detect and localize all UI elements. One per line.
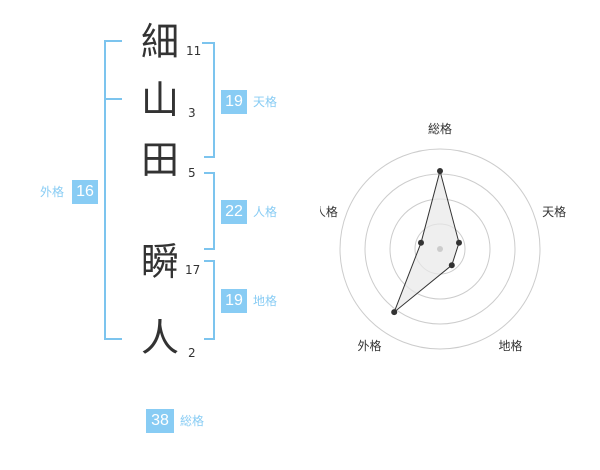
tenkaku-bracket-vertical <box>213 42 215 158</box>
radar-axis-label-3: 地格 <box>498 338 522 353</box>
jinkaku-label: 人格 <box>253 205 278 219</box>
radar-point-3 <box>448 262 455 269</box>
chikaku-bracket-vertical <box>213 260 215 340</box>
jinkaku-bracket-bottom <box>204 248 215 250</box>
tenkaku-bracket-top <box>202 42 215 44</box>
radar-points <box>391 168 462 316</box>
soukaku-value: 38 <box>146 409 174 433</box>
name-character-2: 山 <box>140 78 179 122</box>
chikaku-bracket-top <box>204 260 215 262</box>
name-character-4: 瞬 <box>140 240 179 284</box>
radar-ring-4 <box>339 148 541 350</box>
stroke-count-4: 17 <box>185 263 201 277</box>
radar-axis-label-2: 天格 <box>542 204 566 219</box>
name-character-1: 細 <box>140 20 179 64</box>
radar-point-1 <box>437 168 443 174</box>
radar-point-5 <box>418 239 424 246</box>
tenkaku-bracket-bottom <box>204 156 215 158</box>
stroke-count-1: 11 <box>186 44 202 58</box>
stroke-count-2: 3 <box>188 106 196 120</box>
outer-bracket-inner <box>104 98 122 100</box>
outer-bracket-top <box>104 40 122 42</box>
outer-bracket-vertical <box>104 40 106 340</box>
gaikaku-label: 外格 <box>40 185 65 199</box>
chikaku-bracket-bottom <box>204 338 215 340</box>
name-character-3: 田 <box>140 138 179 182</box>
radar-axis-label-4: 外格 <box>357 338 381 353</box>
stroke-count-3: 5 <box>188 166 196 180</box>
radar-axis-label-1: 総格 <box>428 121 452 136</box>
jinkaku-value: 22 <box>221 200 247 224</box>
outer-bracket-bottom <box>104 338 122 340</box>
jinkaku-bracket-top <box>204 172 215 174</box>
stroke-count-5: 2 <box>188 346 196 360</box>
jinkaku-bracket-vertical <box>213 172 215 250</box>
radar-point-2 <box>456 239 462 246</box>
radar-point-4 <box>391 309 398 316</box>
chikaku-label: 地格 <box>253 294 278 308</box>
tenkaku-label: 天格 <box>253 95 278 109</box>
soukaku-label: 総格 <box>180 414 205 428</box>
tenkaku-value: 19 <box>221 90 247 114</box>
chikaku-value: 19 <box>221 289 247 313</box>
radar-axis-label-5: 人格 <box>320 204 338 219</box>
radar-center-dot <box>437 246 443 252</box>
radar-polygon <box>393 169 460 314</box>
name-character-5: 人 <box>140 316 179 360</box>
gaikaku-value: 16 <box>72 180 98 204</box>
